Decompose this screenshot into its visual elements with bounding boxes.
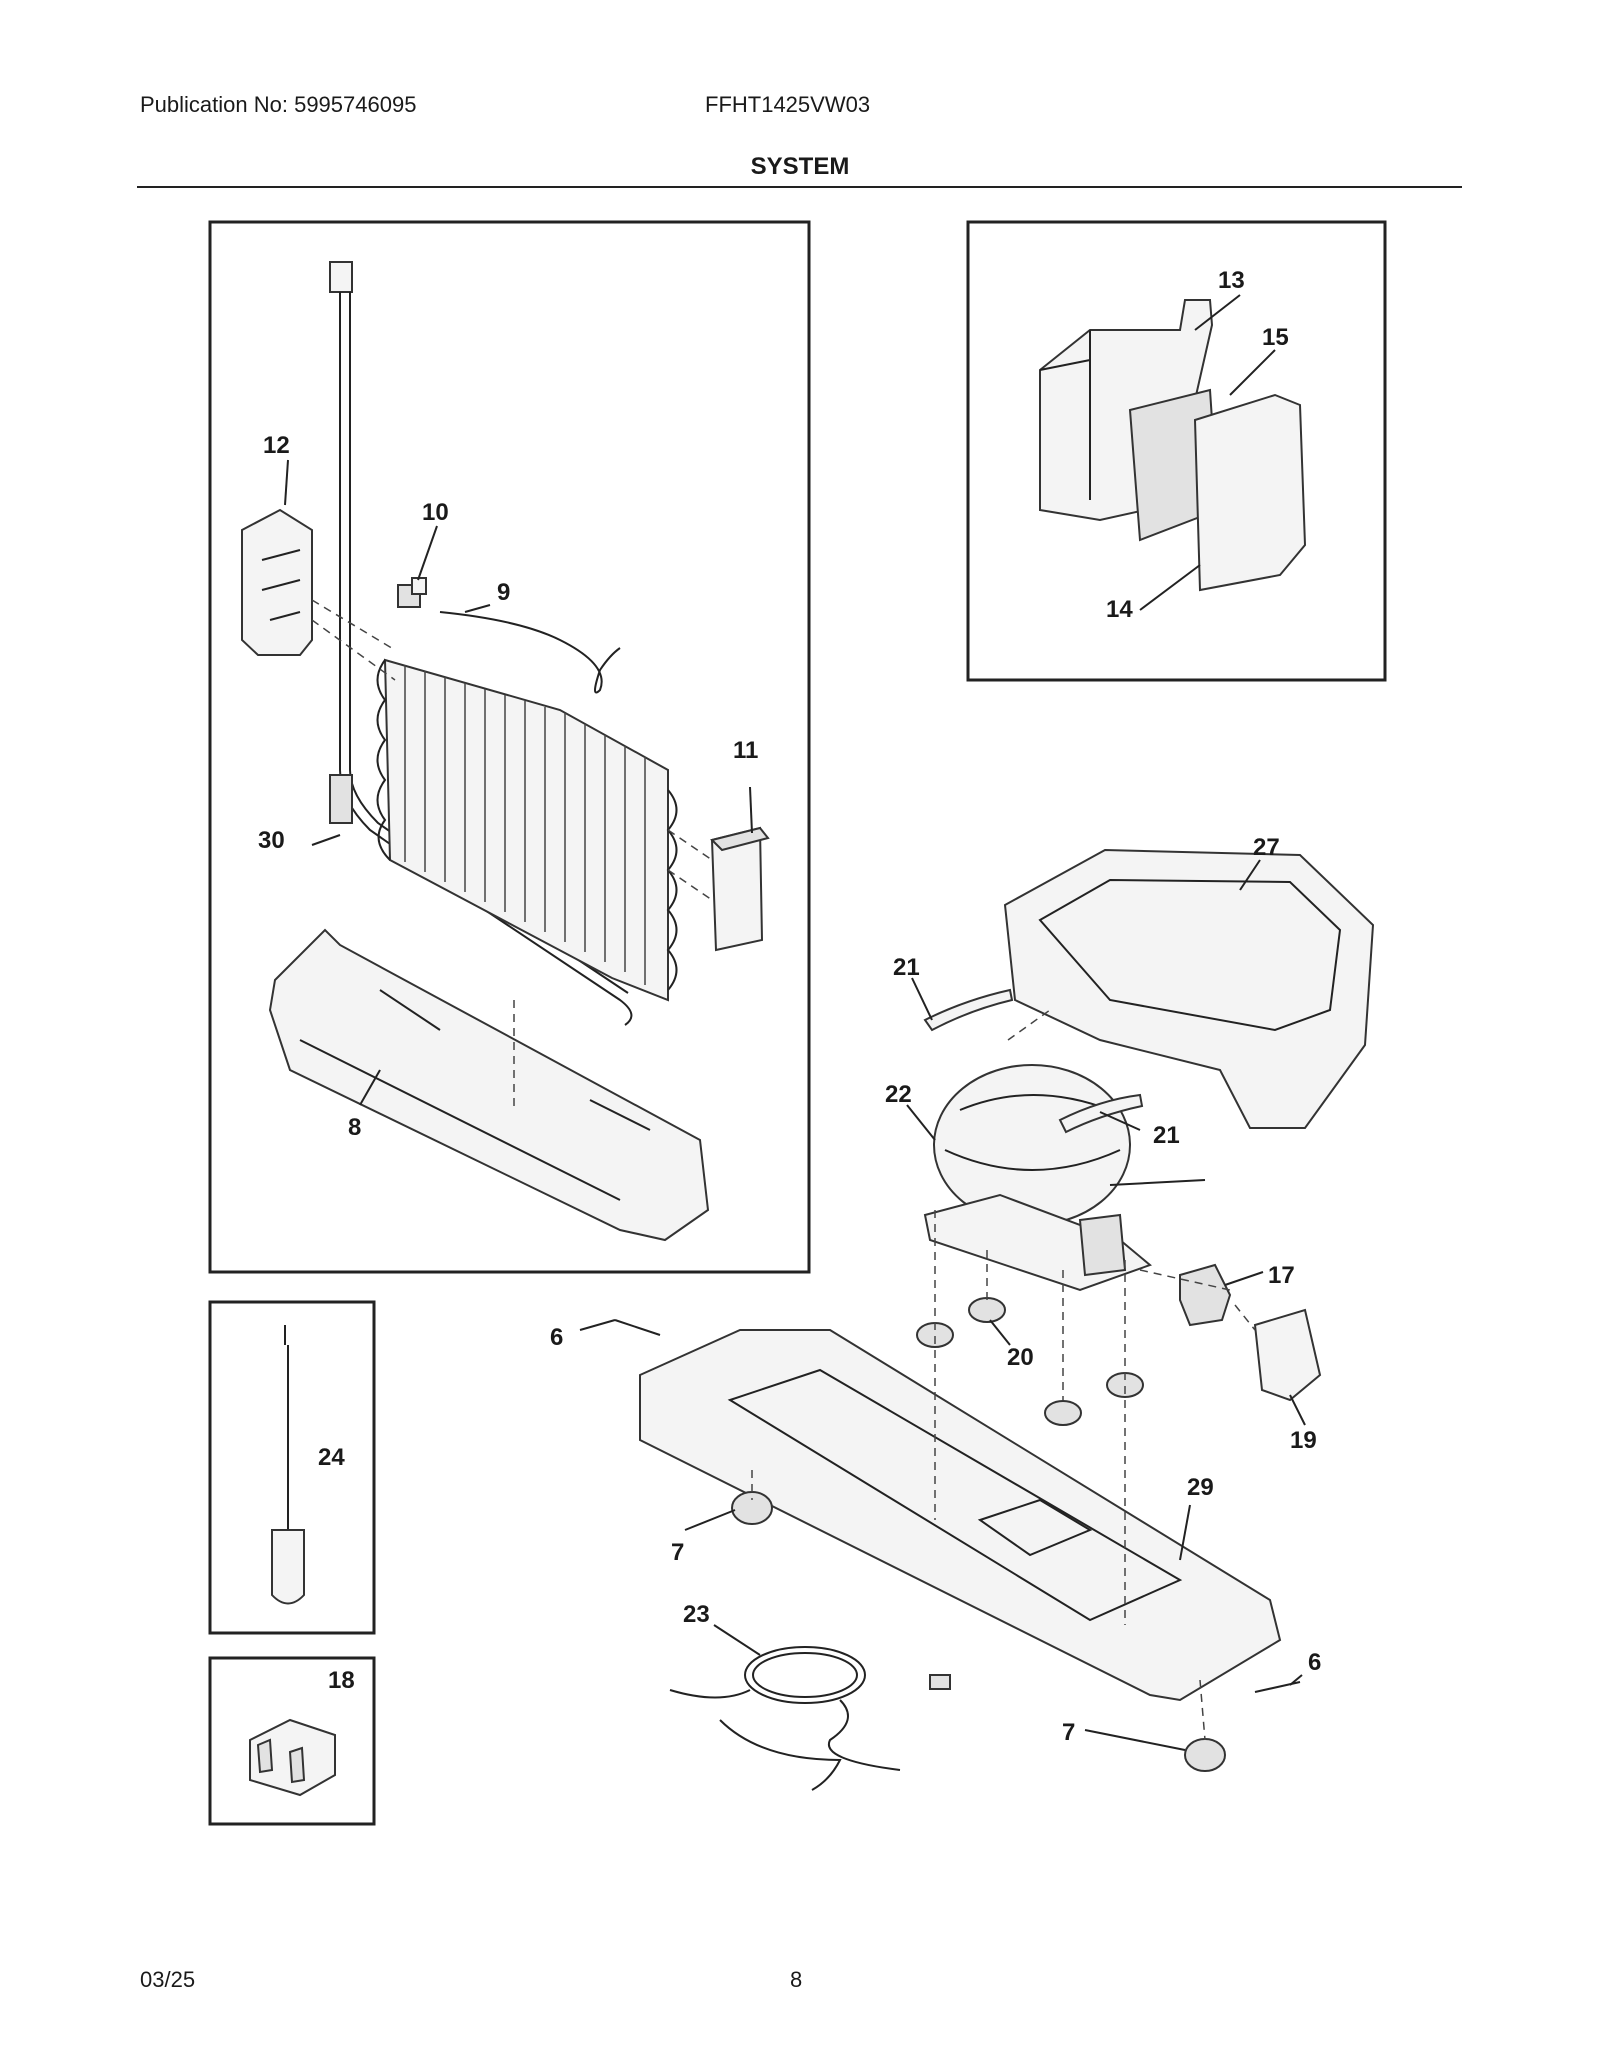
- callout-6-left: 6: [550, 1324, 563, 1351]
- part-17-relay: [1179, 1263, 1232, 1327]
- part-23-harness: [669, 1646, 951, 1791]
- callout-leaders: [284, 294, 1306, 1751]
- publication-number: Publication No: 5995746095: [140, 92, 417, 117]
- part-19-cover: [1253, 1308, 1322, 1402]
- callout-19: 19: [1290, 1427, 1317, 1454]
- part-10-sensor: [397, 577, 427, 608]
- part-20-grommets: [916, 1297, 1144, 1426]
- part-8-drain-pan: [268, 928, 710, 1242]
- evaporator-frame: [208, 220, 811, 1274]
- part-22-compressor: [923, 1064, 1206, 1292]
- callout-22: 22: [885, 1081, 912, 1108]
- leader-bracket: [311, 599, 396, 681]
- part-21-clip-top: [923, 988, 1014, 1032]
- callout-21-right: 21: [1153, 1122, 1180, 1149]
- part-7-foot-right: [1184, 1738, 1226, 1772]
- cover-14: [1193, 393, 1307, 592]
- part-9-wire: [439, 611, 621, 694]
- part-11-cover: [710, 826, 770, 952]
- section-title: SYSTEM: [750, 153, 850, 180]
- callout-30: 30: [258, 827, 285, 854]
- evaporator-coil: [376, 658, 678, 1002]
- part-18-clip: [249, 1718, 336, 1797]
- part-12-bracket: [241, 508, 313, 656]
- part-6-screw-left: [614, 1319, 661, 1336]
- callout-11: 11: [733, 737, 758, 764]
- part-24-thermistor: [271, 1325, 305, 1605]
- callout-13: 13: [1218, 267, 1245, 294]
- thermistor-frame: [208, 1300, 376, 1635]
- assembly-leaders: [751, 1009, 1256, 1741]
- tubing-harness: [329, 261, 633, 1026]
- page-number: 8: [790, 1967, 803, 1992]
- callout-8: 8: [348, 1114, 361, 1141]
- header-rule: [137, 186, 1462, 188]
- callout-7-right: 7: [1062, 1719, 1075, 1746]
- callout-27: 27: [1253, 834, 1280, 861]
- callout-15: 15: [1262, 324, 1289, 351]
- part-27-pan: [1003, 848, 1375, 1129]
- callout-6-right: 6: [1308, 1649, 1321, 1676]
- clip-frame: [208, 1656, 376, 1826]
- model-number: FFHT1425VW03: [705, 92, 871, 117]
- callout-12: 12: [263, 432, 290, 459]
- callout-21-top: 21: [893, 954, 920, 981]
- callout-17: 17: [1268, 1262, 1295, 1289]
- footer-date: 03/25: [140, 1967, 196, 1992]
- callout-29: 29: [1187, 1474, 1214, 1501]
- callout-24: 24: [318, 1444, 345, 1471]
- callout-23: 23: [683, 1601, 710, 1628]
- callout-9: 9: [497, 579, 510, 606]
- leader-11: [667, 829, 713, 901]
- callout-18: 18: [328, 1667, 355, 1694]
- part-7-foot-left: [731, 1491, 773, 1525]
- callout-7-left: 7: [671, 1539, 684, 1566]
- callout-10: 10: [422, 499, 449, 526]
- callout-20: 20: [1007, 1344, 1034, 1371]
- callout-14: 14: [1106, 596, 1133, 623]
- part-29-base-plate: [639, 1329, 1282, 1702]
- control-board-frame: [966, 220, 1387, 682]
